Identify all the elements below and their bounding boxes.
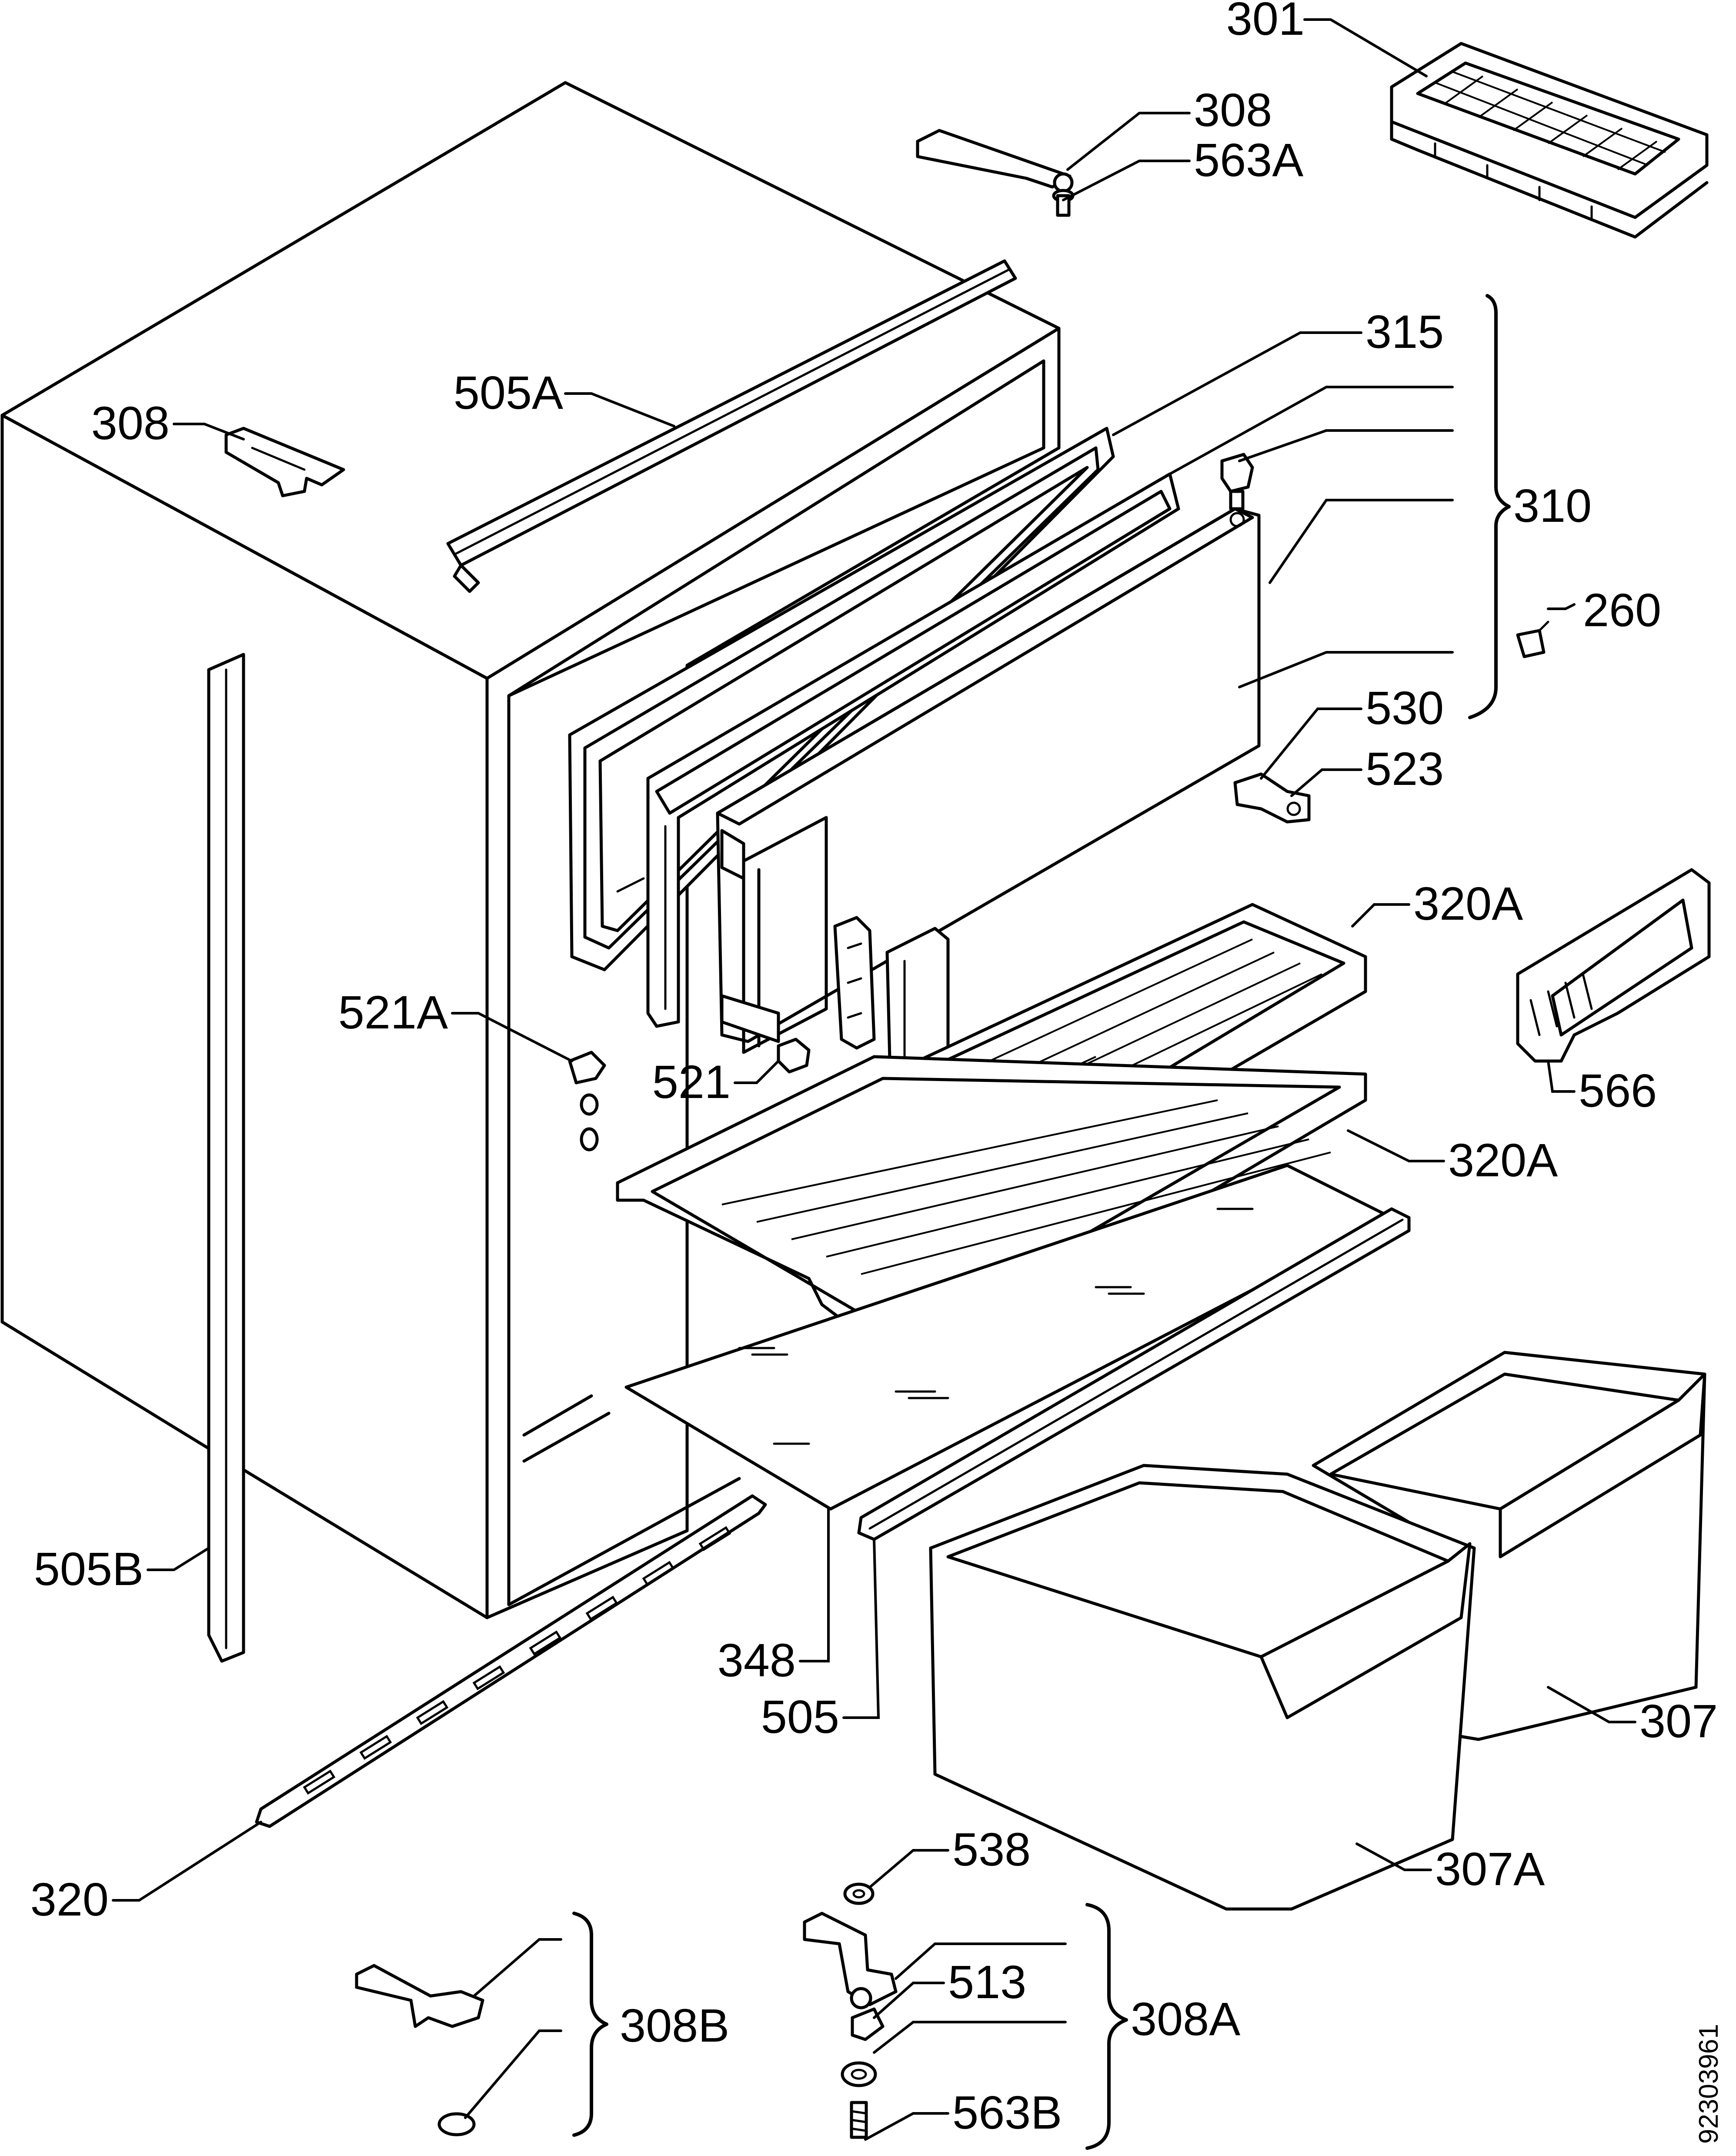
part-523-latch	[1233, 772, 1311, 824]
label-505A: 505A	[454, 366, 563, 419]
label-530: 530	[1365, 681, 1444, 734]
drawing-code: 92303961	[1694, 2024, 1724, 2144]
part-310-door-panel	[646, 472, 1180, 1028]
label-315: 315	[1365, 305, 1444, 358]
part-308-hinge-top	[916, 129, 1074, 193]
label-308-top: 308	[1194, 83, 1272, 136]
label-320: 320	[30, 1873, 109, 1926]
part-308A-hinge	[803, 1912, 898, 2009]
label-563B: 563B	[952, 2086, 1062, 2139]
label-301: 301	[1226, 0, 1305, 45]
part-260-clip	[1516, 621, 1549, 658]
leader-lines	[112, 18, 1636, 2141]
part-307A-crisper	[929, 1464, 1476, 1911]
label-521: 521	[652, 1055, 731, 1108]
part-308B-hinge	[355, 1964, 484, 2136]
label-348: 348	[718, 1634, 796, 1686]
part-521-hinge-bracket	[833, 916, 876, 1050]
label-308B: 308B	[620, 1999, 729, 2052]
part-505-front-strip	[857, 1207, 1411, 1541]
part-308-hinge-left	[224, 427, 345, 497]
brace-308B	[572, 1912, 608, 2137]
label-260: 260	[1583, 584, 1661, 636]
part-521-cap	[777, 1038, 811, 1074]
label-307: 307	[1639, 1695, 1718, 1747]
label-320A-lower: 320A	[1448, 1134, 1558, 1186]
part-563B-screw	[841, 2061, 877, 2139]
part-320-shelf-rail	[255, 1494, 767, 1828]
label-538: 538	[952, 1823, 1031, 1876]
brace-310	[1468, 294, 1511, 719]
label-523: 523	[1365, 742, 1444, 795]
label-307A: 307A	[1435, 1842, 1545, 1895]
part-307-crisper	[1312, 1351, 1706, 1741]
label-320A-upper: 320A	[1413, 877, 1523, 930]
part-505B-seal-strip	[207, 653, 245, 1663]
label-505: 505	[761, 1690, 839, 1743]
part-566-scraper	[1516, 868, 1711, 1063]
part-563A-screw	[1052, 189, 1075, 217]
label-563A: 563A	[1194, 133, 1303, 186]
part-521A-pin	[568, 1051, 606, 1151]
part-301-ice-tray	[1390, 42, 1709, 239]
label-513: 513	[948, 1956, 1026, 2008]
part-505A-top-rail	[446, 259, 1017, 593]
label-521A: 521A	[338, 986, 448, 1038]
brace-308A	[1085, 1903, 1128, 2150]
label-566: 566	[1579, 1064, 1657, 1117]
part-538-washer	[843, 1882, 875, 1905]
label-310: 310	[1513, 479, 1592, 532]
label-308-left: 308	[91, 397, 170, 449]
label-308A: 308A	[1131, 1992, 1240, 2045]
label-505B: 505B	[34, 1542, 144, 1595]
part-310-screw	[1220, 453, 1254, 511]
